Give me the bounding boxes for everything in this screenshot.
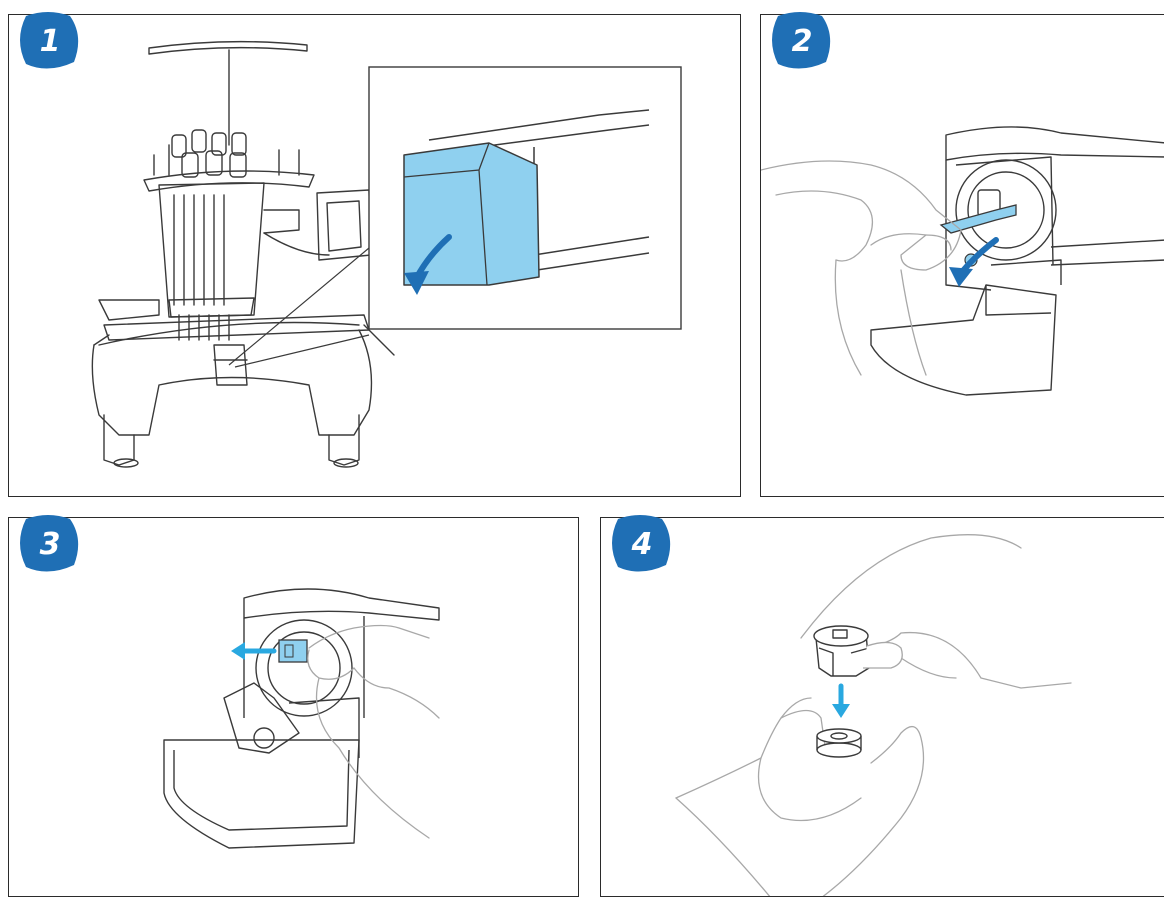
bobbin-case-latch-illustration bbox=[761, 126, 1164, 396]
step-badge-icon bbox=[612, 515, 671, 572]
bobbin-insertion-illustration bbox=[675, 534, 1072, 896]
step-1-badge: 1 bbox=[18, 10, 82, 72]
embroidery-machine-illustration bbox=[91, 40, 682, 468]
step-4-badge: 4 bbox=[610, 513, 674, 575]
step-2-number: 2 bbox=[791, 23, 813, 59]
step-4-panel bbox=[600, 517, 1164, 897]
step-1-panel bbox=[8, 14, 741, 497]
step-1-number: 1 bbox=[39, 23, 61, 59]
step-2-badge: 2 bbox=[770, 10, 834, 72]
step-3-panel bbox=[8, 517, 579, 897]
step-3-number: 3 bbox=[39, 526, 61, 562]
step-badge-icon bbox=[772, 12, 831, 69]
step-badge-icon bbox=[20, 12, 79, 69]
step-2-panel bbox=[760, 14, 1164, 497]
step-3-badge: 3 bbox=[18, 513, 82, 575]
step-badge-icon bbox=[20, 515, 79, 572]
bobbin-case-removal-illustration bbox=[163, 588, 440, 849]
step-4-number: 4 bbox=[631, 526, 653, 562]
